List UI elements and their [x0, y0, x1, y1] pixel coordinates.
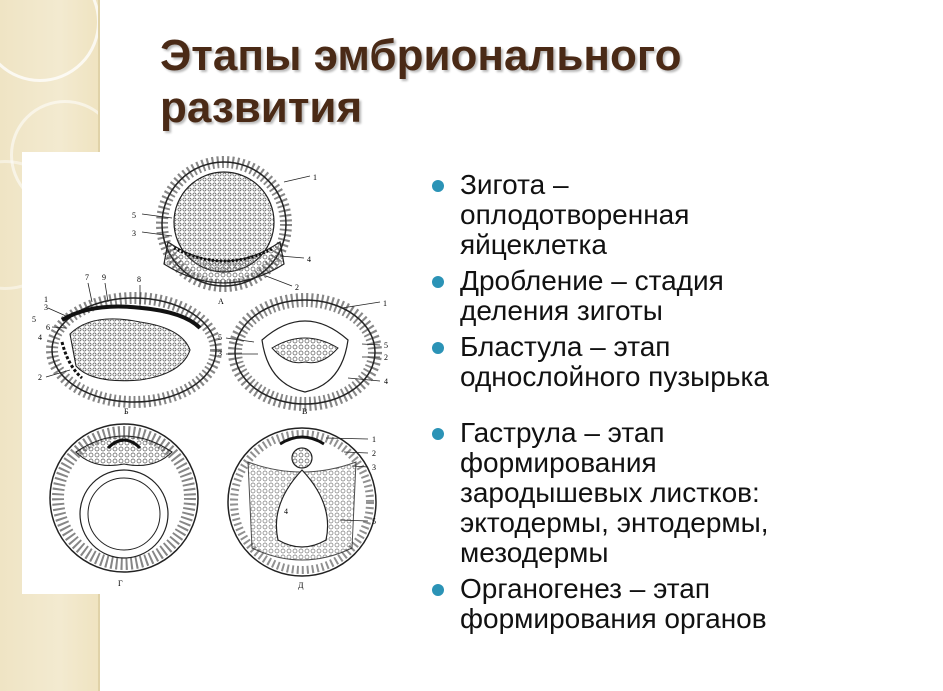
label-v-4: 4	[384, 377, 388, 386]
panel-b-gastrula: 7 9 8 3 5 6 4 1 2 Б	[32, 273, 222, 416]
slide-title: Этапы эмбрионального развития	[160, 30, 860, 134]
label-b-2: 2	[38, 373, 42, 382]
panel-g-embryo: Г	[49, 423, 199, 588]
label-b-1: 1	[44, 295, 48, 304]
label-a-2: 2	[295, 283, 299, 292]
bullet-gastrula: Гаструла – этап формирования зародышевых…	[430, 418, 935, 568]
embryo-stages-figure: 1 5 3 4 2 А 7 9 8 3 5 6 4	[22, 152, 405, 594]
label-a-5: 5	[132, 211, 136, 220]
embryo-stages-svg: 1 5 3 4 2 А 7 9 8 3 5 6 4	[32, 156, 388, 590]
label-a-4: 4	[307, 255, 311, 264]
bullet-text-line: оплодотворенная	[460, 199, 690, 230]
label-v-1: 1	[383, 299, 387, 308]
bullet-text-line: зародышевых листков:	[460, 477, 760, 508]
bullet-text-line: Зигота –	[460, 169, 569, 200]
bullet-text-line: Гаструла – этап	[460, 417, 665, 448]
label-b-9: 9	[102, 273, 106, 282]
bullet-dot-icon	[432, 428, 444, 440]
bullet-text-line: яйцеклетка	[460, 229, 607, 260]
bullet-cleavage: Дробление – стадия деления зиготы	[430, 266, 935, 326]
label-d-5: 5	[372, 517, 376, 526]
panel-d-letter: Д	[298, 581, 304, 590]
bullet-dot-icon	[432, 276, 444, 288]
label-a-3: 3	[132, 229, 136, 238]
bullet-text-line: формирования	[460, 447, 657, 478]
label-v-3: 3	[218, 349, 222, 358]
label-b-7: 7	[85, 273, 89, 282]
panel-v-neurula: 1 5 3 5 2 4 В	[218, 293, 388, 416]
bullet-zygote: Зигота – оплодотворенная яйцеклетка	[430, 170, 935, 260]
bullet-text-line: Дробление – стадия	[460, 265, 724, 296]
bullet-dot-icon	[432, 342, 444, 354]
bullet-text-line: Органогенез – этап	[460, 573, 711, 604]
bullet-text-line: деления зиготы	[460, 295, 663, 326]
bullet-dot-icon	[432, 584, 444, 596]
label-a-1: 1	[313, 173, 317, 182]
panel-v-letter: В	[302, 407, 307, 416]
label-d-1: 1	[372, 435, 376, 444]
label-d-2: 2	[372, 449, 376, 458]
decorative-arc	[0, 0, 100, 82]
label-v-5b: 5	[384, 341, 388, 350]
label-d-3: 3	[372, 463, 376, 472]
label-v-2: 2	[384, 353, 388, 362]
bullet-text-line: Бластула – этап	[460, 331, 671, 362]
panel-d-embryo: 1 2 3 4 5 Д	[227, 427, 377, 590]
slide-title-line-2: развития	[160, 83, 363, 132]
bullet-text-line: формирования органов	[460, 603, 767, 634]
bullet-text-line: мезодермы	[460, 537, 609, 568]
label-b-4: 4	[38, 333, 42, 342]
panel-b-letter: Б	[124, 407, 129, 416]
bullet-dot-icon	[432, 180, 444, 192]
panel-a-blastula: 1 5 3 4 2 А	[132, 156, 317, 306]
label-v-5a: 5	[218, 333, 222, 342]
bullet-blastula: Бластула – этап однослойного пузырька	[430, 332, 935, 392]
panel-a-letter: А	[218, 297, 224, 306]
label-b-5: 5	[32, 315, 36, 324]
bullet-text-line: эктодермы, энтодермы,	[460, 507, 769, 538]
label-b-6: 6	[46, 323, 50, 332]
slide-title-line-1: Этапы эмбрионального	[160, 31, 682, 80]
label-b-3: 3	[44, 303, 48, 312]
panel-g-letter: Г	[118, 579, 123, 588]
label-d-4: 4	[284, 507, 288, 516]
bullet-text-line: однослойного пузырька	[460, 361, 769, 392]
label-b-8: 8	[137, 275, 141, 284]
stages-bullet-list: Зигота – оплодотворенная яйцеклетка Дроб…	[430, 170, 935, 640]
bullet-organogenesis: Органогенез – этап формирования органов	[430, 574, 935, 634]
